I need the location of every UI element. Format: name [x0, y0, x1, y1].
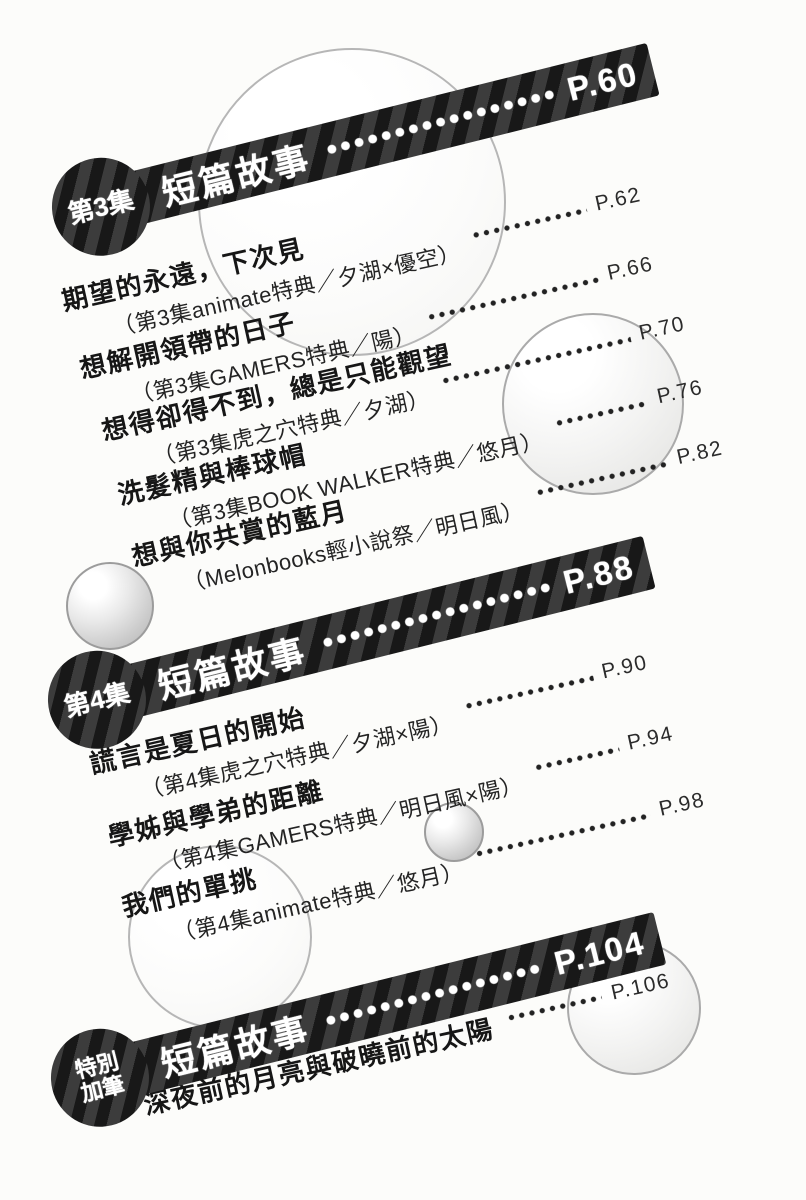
- banner-dot-leader-icon: [321, 581, 552, 649]
- bubble-ball-small-icon: [424, 802, 484, 862]
- badge-label: 第4集: [61, 677, 133, 723]
- volume-badge-vol3: 第3集: [41, 147, 161, 267]
- volume-badge-special: 特別 加筆: [40, 1018, 160, 1138]
- banner-page-number: P.60: [563, 54, 642, 108]
- bubble-outline-bottom-icon: [128, 845, 312, 1029]
- bubble-ball-left-icon: [66, 562, 154, 650]
- banner-page-number: P.88: [559, 547, 638, 601]
- badge-label: 第3集: [65, 184, 137, 230]
- banner-title: 短篇故事: [154, 631, 312, 707]
